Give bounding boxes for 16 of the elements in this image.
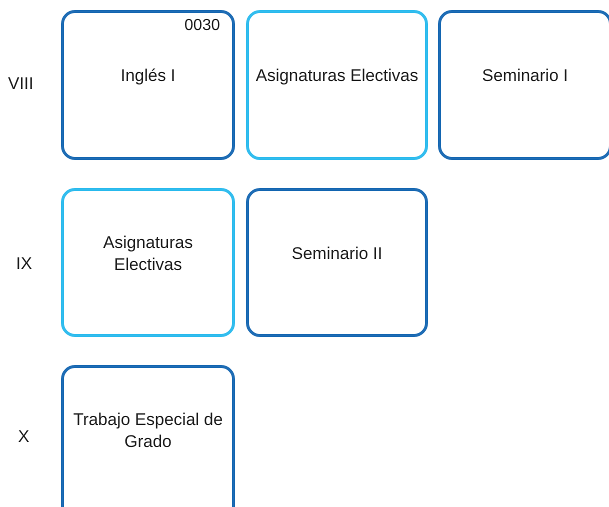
course-box bbox=[246, 10, 428, 160]
course-name: Trabajo Especial de Grado bbox=[72, 409, 224, 453]
course-box bbox=[438, 10, 609, 160]
semester-label: IX bbox=[16, 254, 32, 274]
course-name: Seminario II bbox=[292, 243, 382, 265]
course-box bbox=[61, 188, 235, 337]
course-name: Inglés I bbox=[120, 65, 176, 87]
course-box bbox=[246, 188, 428, 337]
course-name: Seminario I bbox=[482, 65, 568, 87]
course-code: 0030 bbox=[184, 17, 220, 35]
course-box bbox=[61, 365, 235, 507]
course-name: Asignaturas Electivas bbox=[256, 65, 418, 87]
semester-label: X bbox=[18, 427, 30, 447]
semester-label: VIII bbox=[8, 74, 34, 94]
course-name: Asignaturas Electivas bbox=[102, 232, 194, 276]
course-box bbox=[61, 10, 235, 160]
